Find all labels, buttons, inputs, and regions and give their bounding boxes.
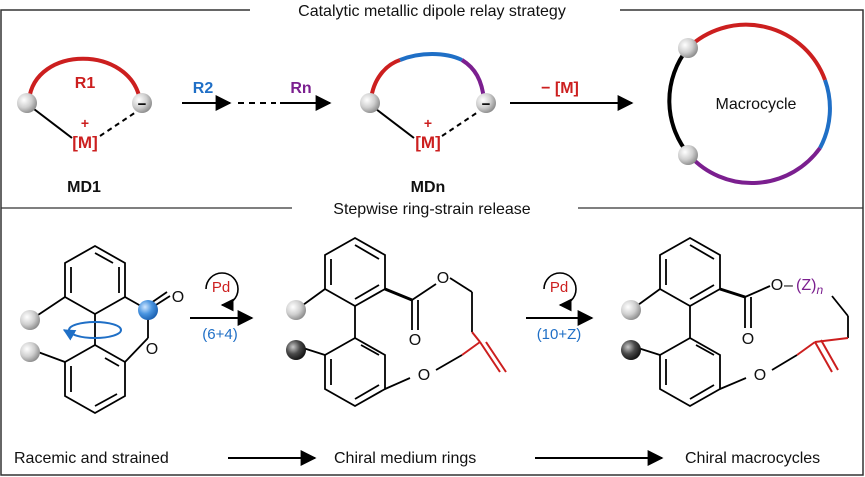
racemic-ball-top [20, 310, 40, 330]
top-panel-title: Catalytic metallic dipole relay strategy [298, 3, 566, 20]
medium-ester-o: O [437, 270, 449, 287]
caption-medium: Chiral medium rings [334, 450, 476, 467]
release-label: − [M] [541, 80, 579, 97]
mdn-dipole: − + [M] MDn [360, 52, 496, 196]
mdn-plus-sign: + [424, 115, 432, 131]
mdn-minus-sign: − [482, 96, 491, 113]
md1-r1-arc [27, 56, 142, 101]
md1-dipole: − R1 + [M] MD1 [17, 56, 152, 196]
macro-carbonyl-o: O [742, 331, 754, 348]
racemic-carbonyl-o: O [172, 289, 184, 306]
racemic-ester-o: O [146, 341, 158, 358]
macrocycle-red-link [796, 337, 849, 373]
caption-macrocycles: Chiral macrocycles [685, 450, 820, 467]
step1: Pd (6+4) [190, 272, 254, 343]
r2-label: R2 [193, 80, 214, 97]
bottom-captions: Racemic and strained Chiral medium rings… [14, 450, 820, 467]
medium-ball-top [286, 300, 306, 320]
macrocycle-ring: Macrocycle [667, 22, 832, 186]
macro-ball-top [678, 38, 698, 58]
mdn-caption: MDn [411, 179, 446, 196]
md1-r1-label: R1 [75, 75, 96, 92]
macro-linker-label: (Z)n [796, 277, 823, 297]
step1-mode: (6+4) [202, 326, 237, 343]
md1-metal: [M] [72, 133, 97, 152]
molecule-racemic [37, 244, 171, 415]
md1-right-ball [132, 93, 152, 113]
rn-label: Rn [290, 80, 311, 97]
rotation-arrowhead [62, 329, 77, 341]
macrocycle-label: Macrocycle [716, 96, 797, 113]
racemic-carbonyl-highlight [138, 300, 158, 320]
step2-mode: (10+Z) [537, 326, 582, 343]
racemic-ball-bottom [20, 342, 40, 362]
relay-arrows: R2 Rn [182, 80, 332, 111]
medium-ether-o: O [418, 367, 430, 384]
bottom-panel-title: Stepwise ring-strain release [333, 201, 531, 218]
macro-mol-ball-bottom [621, 340, 641, 360]
md1-minus-sign: − [138, 96, 147, 113]
mdn-metal: [M] [415, 133, 440, 152]
molecule-medium-ring [302, 236, 473, 408]
step2: Pd (10+Z) [526, 272, 594, 343]
md1-plus-sign: + [81, 115, 89, 131]
medium-ball-bottom [286, 340, 306, 360]
medium-carbonyl-o: O [409, 332, 421, 349]
macro-ether-o: O [754, 367, 766, 384]
mdn-right-ball [476, 93, 496, 113]
macro-linker-dash: – [784, 277, 793, 294]
macro-ester-o: O [771, 277, 783, 294]
molecule-macrocycle [637, 236, 849, 408]
mdn-left-ball [360, 93, 380, 113]
step2-catalyst: Pd [550, 279, 568, 296]
md1-left-ball [17, 93, 37, 113]
macro-ball-bottom [678, 145, 698, 165]
md1-caption: MD1 [67, 179, 101, 196]
medium-ring-red-link [461, 331, 507, 373]
macro-mol-ball-top [621, 300, 641, 320]
step1-catalyst: Pd [212, 279, 230, 296]
caption-racemic: Racemic and strained [14, 450, 169, 467]
